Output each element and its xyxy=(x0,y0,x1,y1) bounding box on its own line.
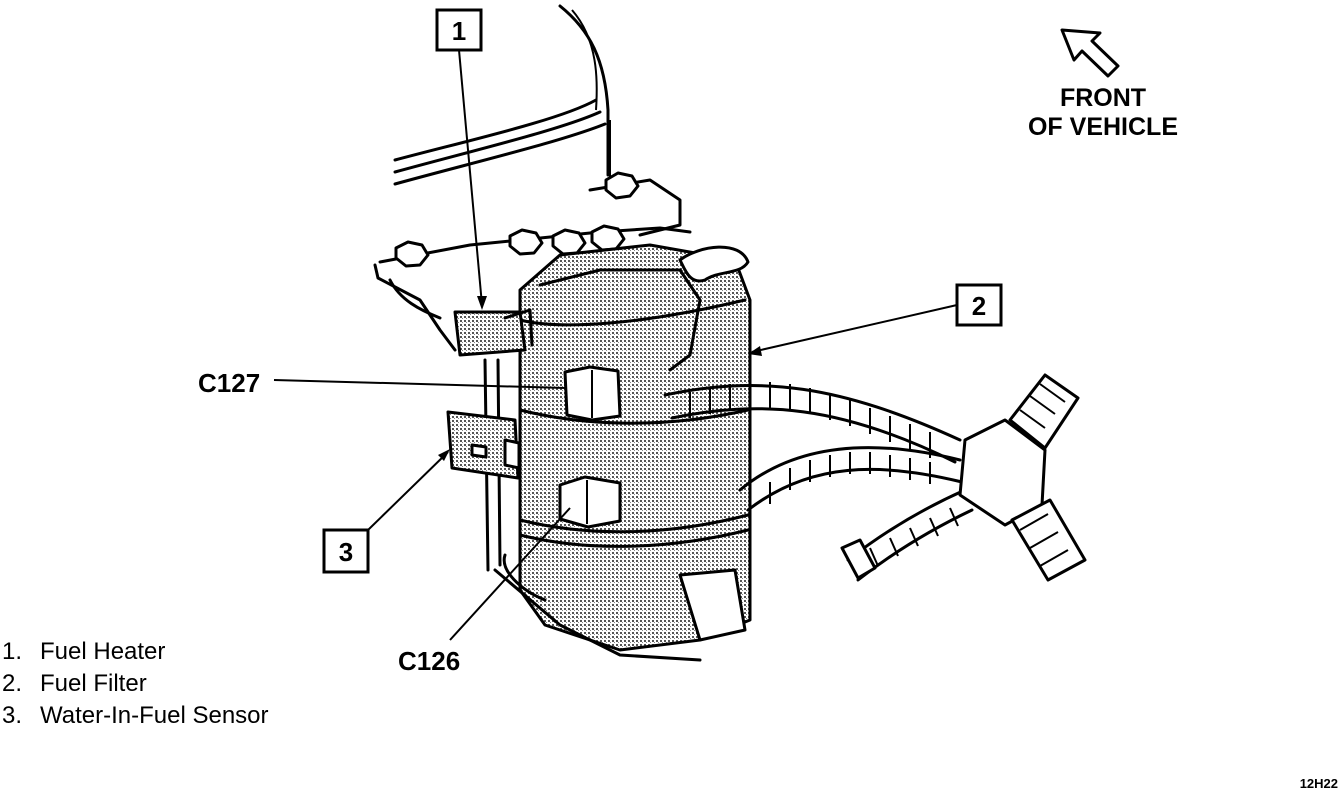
legend-item: 2. Fuel Filter xyxy=(2,668,269,700)
legend-item: 3. Water-In-Fuel Sensor xyxy=(2,700,269,732)
leader-1-arrow xyxy=(477,296,487,310)
callout-1-label: 1 xyxy=(452,16,466,46)
c127-label: C127 xyxy=(198,368,260,398)
fuel-filter xyxy=(493,243,752,662)
leader-c127 xyxy=(273,379,567,389)
callout-3: 3 xyxy=(322,528,370,574)
front-label-line2: OF VEHICLE xyxy=(1028,113,1178,141)
legend-number: 1. xyxy=(2,638,23,665)
callout-2: 2 xyxy=(955,283,1003,327)
leader-3-arrow xyxy=(438,449,450,461)
callout-3-label: 3 xyxy=(339,537,353,567)
legend-item: 1. Fuel Heater xyxy=(2,636,269,668)
fuel-heater xyxy=(453,308,534,357)
leader-c126 xyxy=(449,507,571,641)
leader-3 xyxy=(367,451,449,531)
legend-number: 2. xyxy=(2,670,23,697)
front-label-line1: FRONT xyxy=(1060,84,1146,112)
connector-c126 xyxy=(558,475,622,529)
figure-code: 12H22 xyxy=(1300,776,1338,791)
c126-label: C126 xyxy=(398,646,460,676)
arrow-up-left-icon xyxy=(1060,28,1120,78)
legend-number: 3. xyxy=(2,702,23,729)
mounting-bolts xyxy=(394,171,640,268)
callout-1: 1 xyxy=(435,8,483,52)
leader-lines xyxy=(273,49,958,641)
leader-1 xyxy=(458,49,483,306)
connector-c127 xyxy=(563,365,622,422)
legend-text: Water-In-Fuel Sensor xyxy=(40,702,269,729)
legend-text: Fuel Filter xyxy=(40,670,147,697)
leader-2 xyxy=(751,304,958,353)
legend: 1. Fuel Heater 2. Fuel Filter 3. Water-I… xyxy=(2,636,269,732)
leader-2-arrow xyxy=(748,346,762,356)
wiring-harness xyxy=(663,373,1087,582)
front-of-vehicle: FRONT OF VEHICLE xyxy=(1028,28,1178,141)
water-in-fuel-sensor xyxy=(446,410,521,480)
callout-2-label: 2 xyxy=(972,291,986,321)
legend-text: Fuel Heater xyxy=(40,638,166,665)
